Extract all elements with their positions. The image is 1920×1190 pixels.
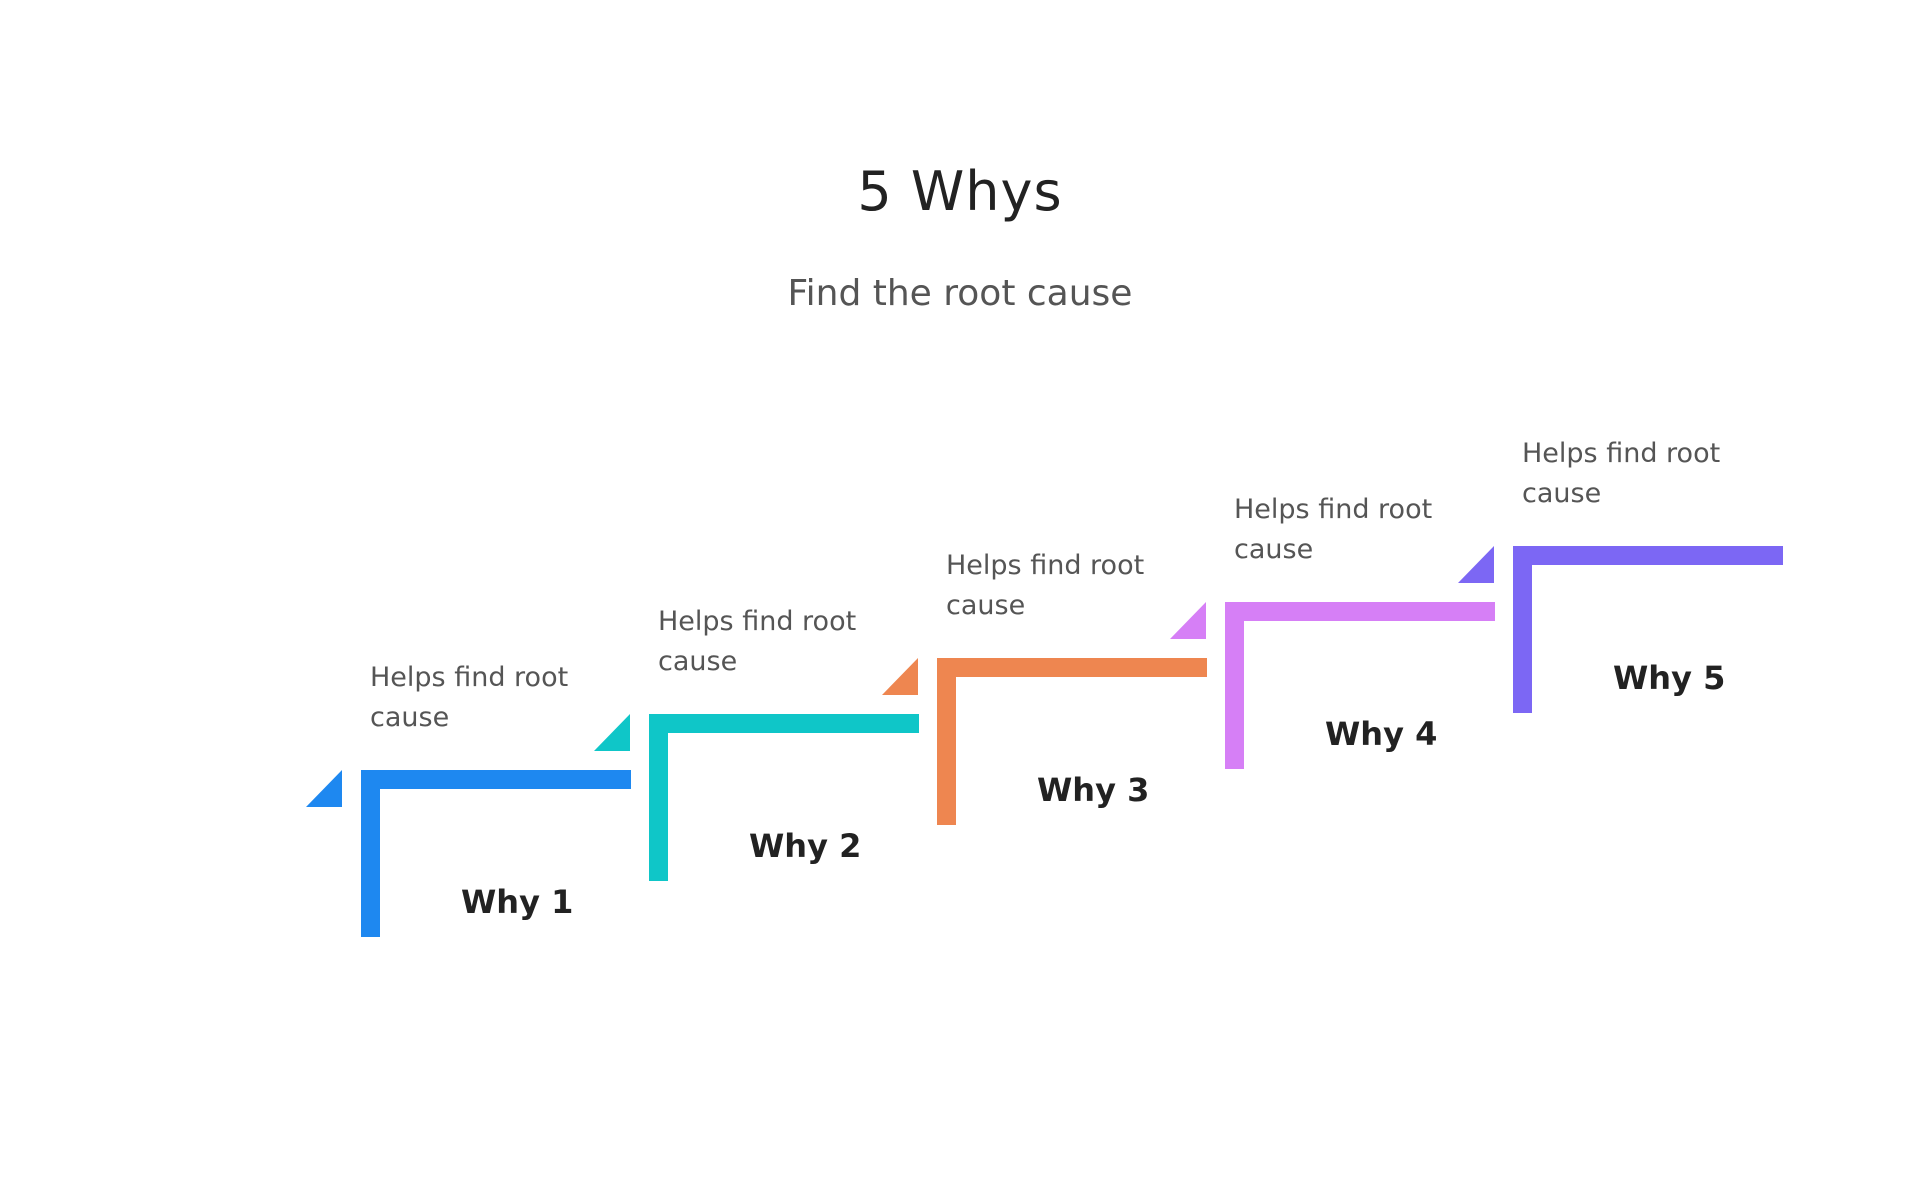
- step-why-2: Helps find root cause Why 2: [594, 606, 924, 1134]
- step-5-label: Why 5: [1613, 659, 1726, 697]
- step-4-horizontal-bar: [1225, 602, 1495, 621]
- step-5-description: Helps find root cause: [1522, 438, 1721, 509]
- step-4-description: Helps find root cause: [1234, 494, 1433, 565]
- step-why-1: Helps find root cause Why 1: [306, 662, 636, 1190]
- step-4-vertical-bar: [1225, 602, 1244, 769]
- step-4-label: Why 4: [1325, 715, 1438, 753]
- step-5-horizontal-bar: [1513, 546, 1783, 565]
- step-2-label: Why 2: [749, 827, 862, 865]
- step-5-corner-triangle: [1458, 546, 1494, 583]
- step-3-description: Helps find root cause: [946, 550, 1145, 621]
- step-why-5: Helps find root cause Why 5: [1458, 438, 1788, 966]
- step-1-label: Why 1: [461, 883, 574, 921]
- step-2-description: Helps find root cause: [658, 606, 857, 677]
- diagram-subtitle: Find the root cause: [787, 273, 1133, 314]
- step-3-label: Why 3: [1037, 771, 1150, 809]
- step-1-description: Helps find root cause: [370, 662, 569, 733]
- step-4-corner-triangle: [1170, 602, 1206, 639]
- step-why-4: Helps find root cause Why 4: [1170, 494, 1500, 1022]
- step-3-vertical-bar: [937, 658, 956, 825]
- step-3-horizontal-bar: [937, 658, 1207, 677]
- step-3-corner-triangle: [882, 658, 918, 695]
- step-why-3: Helps find root cause Why 3: [882, 550, 1212, 1078]
- step-1-horizontal-bar: [361, 770, 631, 789]
- step-2-vertical-bar: [649, 714, 668, 881]
- diagram-title: 5 Whys: [857, 160, 1063, 223]
- step-1-vertical-bar: [361, 770, 380, 937]
- step-1-corner-triangle: [306, 770, 342, 807]
- step-5-vertical-bar: [1513, 546, 1532, 713]
- step-2-horizontal-bar: [649, 714, 919, 733]
- step-2-corner-triangle: [594, 714, 630, 751]
